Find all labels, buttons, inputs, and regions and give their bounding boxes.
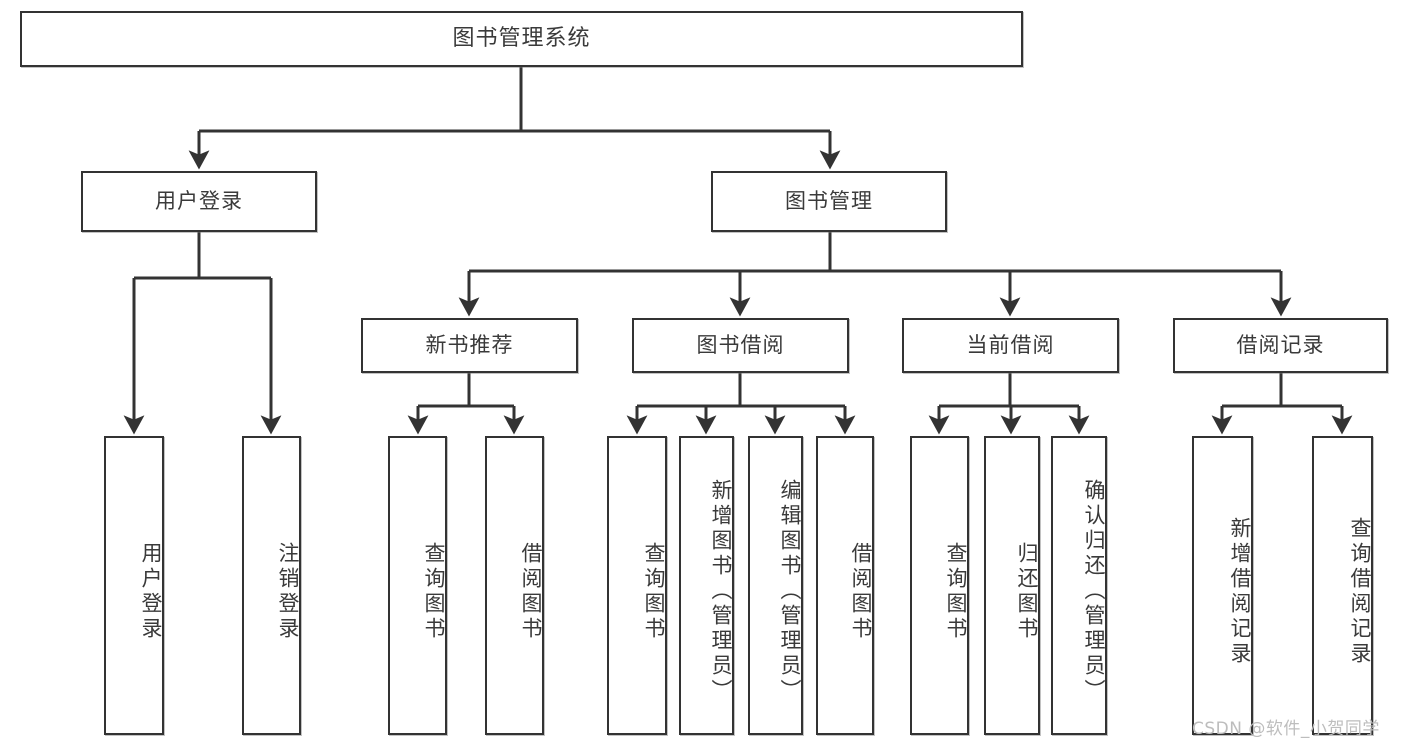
node-book-borrow[interactable]: 图书借阅: [632, 318, 849, 373]
node-leaf-logout-login[interactable]: 注销登录: [242, 436, 301, 735]
node-leaf-user-login[interactable]: 用户登录: [104, 436, 164, 735]
node-book-management-label: 图书管理: [785, 188, 873, 213]
node-leaf-query-borrow-record-label: 查询借阅记录: [1348, 516, 1372, 667]
node-leaf-query-book-3[interactable]: 查询图书: [910, 436, 969, 735]
node-leaf-user-login-label: 用户登录: [139, 541, 163, 642]
node-leaf-query-book-3-label: 查询图书: [944, 541, 968, 642]
node-leaf-borrow-book-1-label: 借阅图书: [519, 541, 543, 642]
node-leaf-query-book-2[interactable]: 查询图书: [607, 436, 667, 735]
node-leaf-confirm-return-label: 确认归还（管理员）: [1082, 479, 1106, 704]
node-user-login[interactable]: 用户登录: [81, 171, 317, 232]
node-leaf-return-book-label: 归还图书: [1015, 541, 1039, 642]
node-leaf-borrow-book-2[interactable]: 借阅图书: [816, 436, 874, 735]
node-current-borrow-label: 当前借阅: [966, 332, 1055, 357]
node-leaf-borrow-book-2-label: 借阅图书: [849, 541, 873, 642]
csdn-watermark: CSDN @软件_小贺同学: [1192, 719, 1380, 739]
node-title-label: 图书管理系统: [452, 25, 591, 51]
node-leaf-query-book-1-label: 查询图书: [422, 541, 446, 642]
node-leaf-return-book[interactable]: 归还图书: [984, 436, 1040, 735]
node-borrow-record-label: 借阅记录: [1236, 332, 1325, 357]
node-leaf-add-borrow-record[interactable]: 新增借阅记录: [1192, 436, 1253, 735]
node-leaf-borrow-book-1[interactable]: 借阅图书: [485, 436, 544, 735]
node-leaf-add-borrow-record-label: 新增借阅记录: [1228, 516, 1252, 667]
node-new-book-recommend[interactable]: 新书推荐: [361, 318, 578, 373]
node-leaf-edit-book-admin-label: 编辑图书（管理员）: [778, 479, 802, 704]
node-leaf-confirm-return[interactable]: 确认归还（管理员）: [1051, 436, 1107, 735]
node-new-book-recommend-label: 新书推荐: [425, 332, 514, 357]
node-leaf-logout-login-label: 注销登录: [276, 541, 300, 642]
node-leaf-query-borrow-record[interactable]: 查询借阅记录: [1312, 436, 1373, 735]
node-leaf-edit-book-admin[interactable]: 编辑图书（管理员）: [748, 436, 803, 735]
node-leaf-add-book-admin[interactable]: 新增图书（管理员）: [679, 436, 734, 735]
node-leaf-query-book-2-label: 查询图书: [642, 541, 666, 642]
node-leaf-query-book-1[interactable]: 查询图书: [388, 436, 447, 735]
node-book-borrow-label: 图书借阅: [696, 332, 785, 357]
node-current-borrow[interactable]: 当前借阅: [902, 318, 1119, 373]
node-title[interactable]: 图书管理系统: [20, 11, 1023, 67]
node-book-management[interactable]: 图书管理: [711, 171, 947, 232]
node-user-login-label: 用户登录: [155, 188, 243, 213]
node-leaf-add-book-admin-label: 新增图书（管理员）: [709, 479, 733, 704]
node-borrow-record[interactable]: 借阅记录: [1173, 318, 1388, 373]
